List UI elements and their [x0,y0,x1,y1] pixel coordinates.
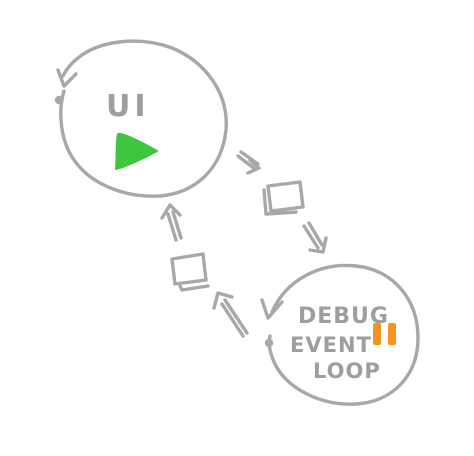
debug-node-circle [267,263,420,406]
ui-loop-arrowhead [56,68,78,88]
ui-node-circle [59,39,228,198]
arrow-envelope-to-ui [160,203,183,242]
debug-label-line-2: EVENT [290,333,372,357]
arrow-debug-to-envelope [212,291,249,338]
arrow-ui-to-envelope [236,150,261,175]
ui-node-label: UI [106,89,150,124]
ui-loop-dot [54,95,64,105]
message-envelope-bottom [170,252,210,292]
arrow-envelope-to-debug [302,221,328,254]
message-envelope-top [262,180,305,216]
debug-loop-dot [264,338,274,348]
debug-label-line-3: LOOP [313,359,381,383]
debug-loop-arrowhead [260,298,284,320]
play-icon [115,132,158,170]
pause-icon [373,323,396,345]
debug-label-line-1: DEBUG [298,304,389,329]
